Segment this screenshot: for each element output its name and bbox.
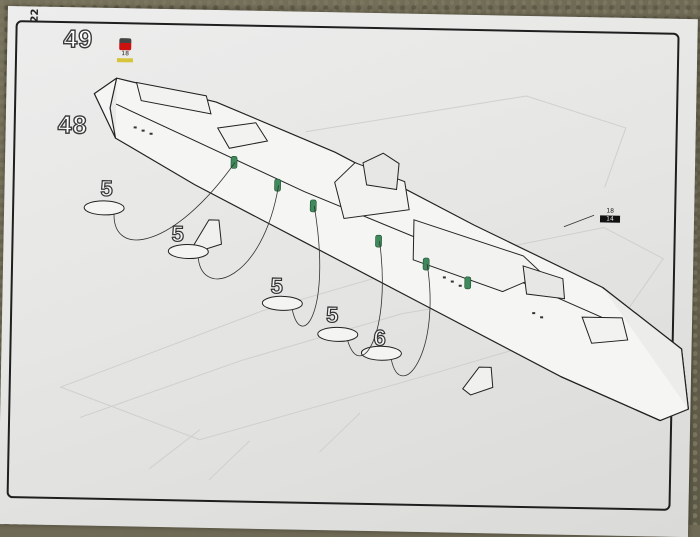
- lifeboat-part-number: 5: [325, 302, 339, 328]
- davit-figures: [230, 156, 472, 290]
- assembly-guide-lines: [113, 162, 595, 377]
- lifeboat-part-number: 6: [373, 324, 387, 351]
- instruction-sheet: 22 49 48 18 18 14: [0, 6, 698, 537]
- ship-hull: [93, 77, 690, 422]
- lifeboats: [83, 200, 402, 361]
- display-stands: [192, 219, 494, 396]
- lifeboat-part-number: 5: [100, 175, 114, 202]
- lifeboat-part-number: 5: [171, 221, 185, 247]
- ship-drawing: [59, 77, 690, 481]
- ship-windows: [133, 126, 544, 319]
- lifeboat-part-number: 5: [270, 272, 284, 299]
- ship-superstructure: [115, 81, 629, 344]
